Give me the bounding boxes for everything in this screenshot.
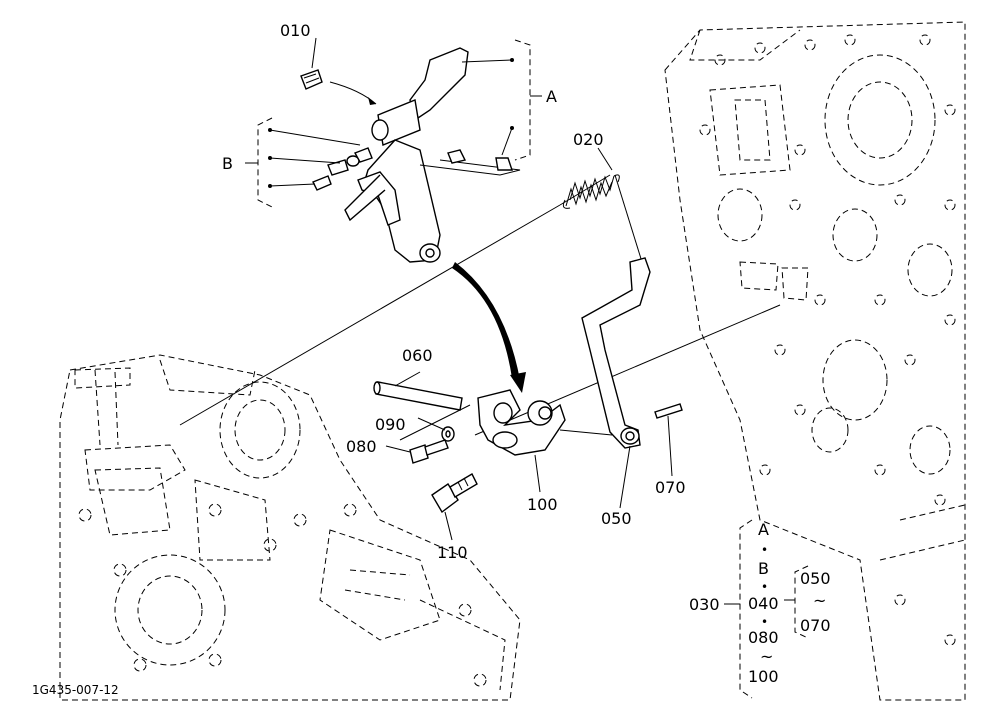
alignment-lines (179, 174, 781, 441)
part-080-bolt (409, 439, 449, 464)
label-080: 080 (346, 437, 377, 456)
legend-range-050: 050 (800, 569, 831, 588)
label-group-a: A (546, 87, 557, 106)
part-070-pin (654, 403, 683, 419)
part-050-lever (581, 257, 651, 449)
part-100-bracket (477, 389, 566, 456)
legend-item-a: A (758, 520, 769, 539)
label-020: 020 (573, 130, 604, 149)
legend-item-b: B (758, 559, 769, 578)
label-group-b: B (222, 154, 233, 173)
legend-dot-3: • (761, 615, 768, 629)
legend-range-070: 070 (800, 616, 831, 635)
group-b-pins (312, 147, 513, 191)
part-110-bolt (431, 473, 478, 514)
legend-tilde-2: ~ (813, 591, 826, 610)
fork-lever-assembly (344, 47, 521, 263)
legend-item-100: 100 (748, 667, 779, 686)
label-100: 100 (527, 495, 558, 514)
label-090: 090 (375, 415, 406, 434)
legend-tilde-1: ~ (760, 647, 773, 666)
engine-block (664, 21, 966, 701)
part-090-washer (441, 426, 455, 442)
leader-lines (311, 37, 673, 541)
legend-dot-2: • (761, 580, 768, 594)
figure-id: 1G435-007-12 (32, 683, 119, 697)
label-050: 050 (601, 509, 632, 528)
label-010: 010 (280, 21, 311, 40)
part-060-shaft (373, 381, 463, 411)
label-110: 110 (437, 543, 468, 562)
gear-case-housing (59, 354, 521, 701)
legend-dot-1: • (761, 543, 768, 557)
part-020-spring (562, 174, 620, 209)
label-060: 060 (402, 346, 433, 365)
assembly-arrow (452, 262, 520, 380)
group-a-bracket (461, 39, 542, 161)
engine-bolt-holes (699, 34, 956, 646)
label-070: 070 (655, 478, 686, 497)
group-b-bracket (245, 117, 361, 208)
legend-item-040: 040 (748, 594, 779, 613)
legend-assembly-030: 030 (689, 595, 720, 614)
part-010-screw (300, 69, 323, 90)
legend-item-080: 080 (748, 628, 779, 647)
assembly-legend: 030 A • B • 040 • 080 ~ 100 050 ~ 070 (689, 519, 831, 699)
